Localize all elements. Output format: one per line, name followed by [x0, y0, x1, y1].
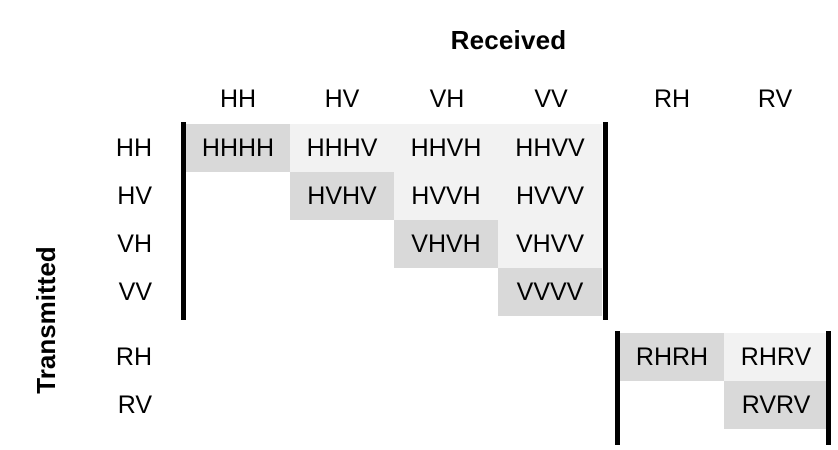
matrix-cell-hvhv[interactable]: HVHV: [290, 172, 394, 220]
matrix-cell-vvvv[interactable]: VVVV: [498, 268, 602, 316]
matrix-cell-hhvv[interactable]: HHVV: [498, 124, 602, 172]
linear-block-right-rule: [603, 122, 608, 320]
column-header-hh: HH: [219, 85, 257, 113]
linear-block-left-rule: [181, 122, 186, 320]
circular-block-left-rule: [615, 331, 620, 445]
circular-block-right-rule: [826, 331, 831, 445]
row-header-vh: VH: [117, 230, 152, 258]
row-header-vv: VV: [118, 278, 152, 306]
matrix-cell-hvvh[interactable]: HVVH: [394, 172, 498, 220]
column-header-rv: RV: [757, 85, 793, 113]
matrix-cell-rvrv[interactable]: RVRV: [724, 381, 828, 429]
matrix-cell-hhvh[interactable]: HHVH: [394, 124, 498, 172]
matrix-cell-hhhh[interactable]: HHHH: [186, 124, 290, 172]
matrix-cell-rhrv[interactable]: RHRV: [724, 333, 828, 381]
received-axis-title: Received: [450, 25, 567, 55]
matrix-cell-hvvv[interactable]: HVVV: [498, 172, 602, 220]
matrix-cell-vhvv[interactable]: VHVV: [498, 220, 602, 268]
matrix-cell-vhvh[interactable]: VHVH: [394, 220, 498, 268]
column-header-vh: VH: [429, 85, 465, 113]
row-header-hv: HV: [117, 182, 152, 210]
column-header-rh: RH: [653, 85, 691, 113]
row-header-rv: RV: [117, 391, 152, 419]
matrix-cell-rhrh[interactable]: RHRH: [620, 333, 724, 381]
column-header-vv: VV: [534, 85, 568, 113]
matrix-cell-hhhv[interactable]: HHHV: [290, 124, 394, 172]
transmitted-axis-title: Transmitted: [31, 246, 61, 394]
column-header-hv: HV: [324, 85, 360, 113]
row-header-hh: HH: [115, 134, 152, 162]
row-header-rh: RH: [115, 343, 152, 371]
